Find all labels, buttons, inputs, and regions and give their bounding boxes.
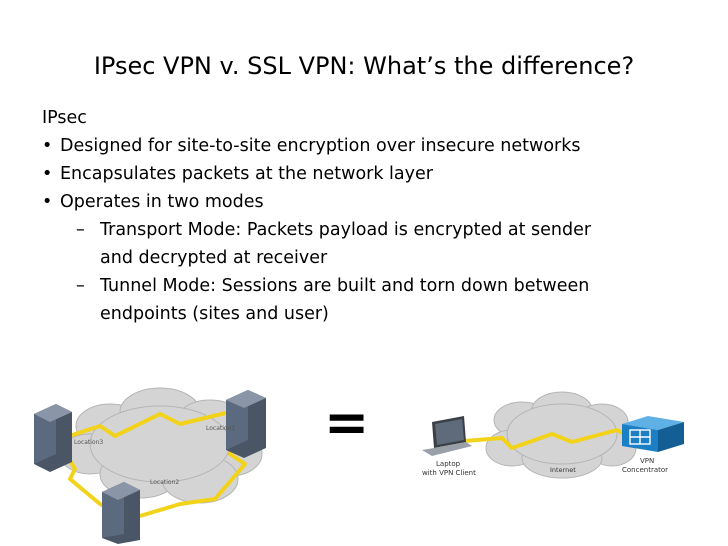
sub-bullet-item: –Tunnel Mode: Sessions are built and tor…	[42, 272, 702, 328]
dash-glyph: –	[76, 220, 85, 240]
laptop-icon	[422, 416, 472, 456]
bullet-item: • Encapsulates packets at the network lay…	[42, 160, 702, 188]
location-label: Location2	[150, 479, 179, 486]
server-icon	[102, 482, 140, 544]
vpn-concentrator-icon	[622, 416, 684, 452]
concentrator-label: VPN	[640, 457, 654, 465]
bullet-glyph: •	[42, 164, 53, 184]
bullet-glyph: •	[42, 136, 53, 156]
bullet-glyph: •	[42, 192, 53, 212]
server-icon	[226, 390, 266, 458]
laptop-label: Laptop	[436, 460, 461, 468]
sub-bullet-item: –Transport Mode: Packets payload is encr…	[42, 216, 702, 272]
sub-bullet-line: endpoints (sites and user)	[100, 304, 329, 324]
bullet-item: • Operates in two modes	[42, 188, 702, 216]
equals-sign: =	[324, 391, 370, 454]
bullet-text: Encapsulates packets at the network laye…	[60, 164, 433, 184]
bullet-item: • Designed for site-to-site encryption ov…	[42, 132, 702, 160]
internet-label: Internet	[550, 466, 576, 474]
laptop-label: with VPN Client	[422, 469, 476, 477]
site-to-site-diagram: Location3 Location1 Location2	[34, 387, 266, 544]
location-label: Location3	[74, 439, 103, 446]
bullet-text: Operates in two modes	[60, 192, 264, 212]
remote-access-diagram: Laptop with VPN Client Internet VPN Conc…	[422, 391, 684, 479]
sub-bullet-line: Transport Mode: Packets payload is encry…	[100, 220, 592, 240]
concentrator-label: Concentrator	[622, 466, 668, 474]
sub-bullet-line: Tunnel Mode: Sessions are built and torn…	[100, 276, 590, 296]
slide-title: IPsec VPN v. SSL VPN: What’s the differe…	[93, 52, 635, 80]
slide-body: IPsec • Designed for site-to-site encrypt…	[42, 104, 702, 328]
location-label: Location1	[206, 425, 235, 432]
server-icon	[34, 404, 72, 472]
bullet-text: Designed for site-to-site encryption ove…	[60, 136, 581, 156]
section-heading: IPsec	[42, 108, 87, 128]
sub-bullet-line: and decrypted at receiver	[100, 248, 328, 268]
dash-glyph: –	[76, 276, 85, 296]
